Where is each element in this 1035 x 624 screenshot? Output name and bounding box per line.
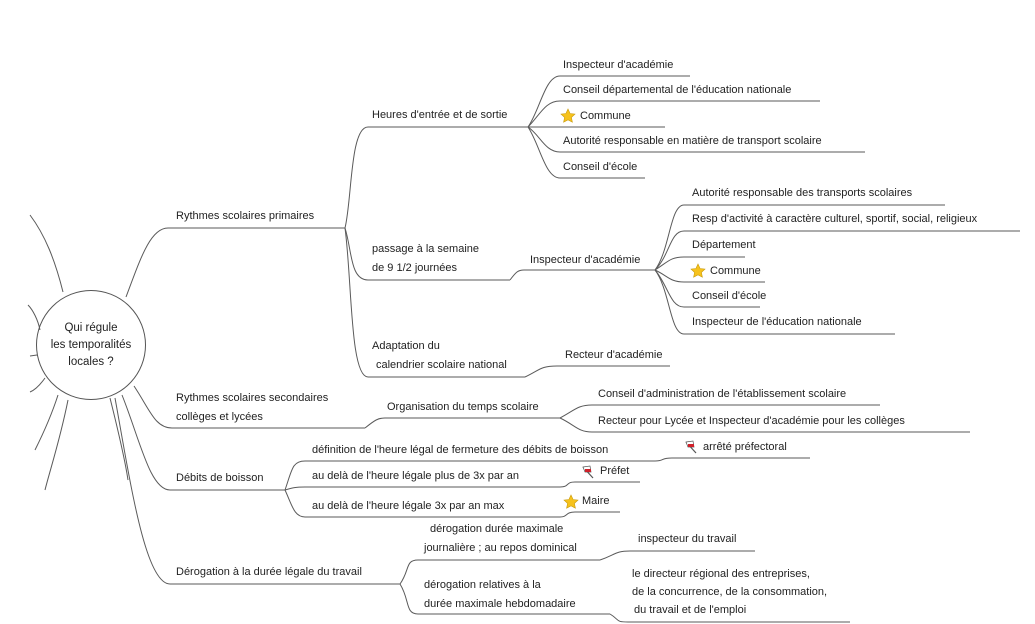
- flag-icon: [582, 465, 594, 479]
- node-debits-item[interactable]: au delà de l'heure légale plus de 3x par…: [312, 470, 519, 482]
- node-authority[interactable]: Préfet: [600, 465, 630, 477]
- node-leaf[interactable]: le directeur régional des entreprises, d…: [632, 565, 827, 619]
- node-leaf[interactable]: Recteur pour Lycée et Inspecteur d'acadé…: [598, 415, 905, 427]
- node-rythmes-secondaires[interactable]: Rythmes scolaires secondaires collèges e…: [176, 389, 328, 427]
- node-leaf[interactable]: Conseil d'école: [563, 161, 638, 173]
- root-line: Qui régule: [64, 321, 118, 334]
- node-heures[interactable]: Heures d'entrée et de sortie: [372, 109, 508, 121]
- node-rythmes-primaires[interactable]: Rythmes scolaires primaires: [176, 210, 315, 222]
- node-line: de la concurrence, de la consommation,: [632, 586, 828, 598]
- node-leaf[interactable]: Conseil d'administration de l'établissem…: [598, 388, 847, 400]
- node-line: durée maximale hebdomadaire: [424, 598, 576, 610]
- node-line: collèges et lycées: [176, 411, 263, 423]
- node-journaliere[interactable]: dérogation durée maximale journalière ; …: [424, 520, 577, 558]
- node-line: dérogation durée maximale: [430, 523, 564, 535]
- node-leaf[interactable]: Commune: [710, 265, 761, 277]
- root-line: locales ?: [68, 355, 114, 368]
- node-debits-item[interactable]: définition de l'heure légal de fermeture…: [312, 444, 609, 456]
- node-adaptation[interactable]: Adaptation du calendrier scolaire nation…: [372, 337, 507, 375]
- star-icon: [560, 108, 576, 123]
- node-line: dérogation relatives à la: [424, 579, 541, 591]
- node-derogation[interactable]: Dérogation à la durée légale du travail: [176, 566, 362, 578]
- node-leaf[interactable]: Conseil d'école: [692, 290, 767, 302]
- node-leaf[interactable]: Inspecteur de l'éducation nationale: [692, 316, 862, 328]
- node-inspecteur-academie[interactable]: Inspecteur d'académie: [530, 254, 641, 266]
- node-line: Rythmes scolaires secondaires: [176, 392, 329, 404]
- node-line: de 9 1/2 journées: [372, 262, 458, 274]
- star-icon: [690, 263, 706, 278]
- node-leaf[interactable]: Inspecteur d'académie: [563, 59, 674, 71]
- star-icon: [563, 494, 579, 509]
- node-leaf[interactable]: Commune: [580, 110, 631, 122]
- node-line: passage à la semaine: [372, 243, 480, 255]
- node-leaf[interactable]: Resp d'activité à caractère culturel, sp…: [692, 213, 978, 225]
- node-hebdo[interactable]: dérogation relatives à la durée maximale…: [424, 576, 576, 614]
- node-line: journalière ; au repos dominical: [424, 542, 577, 554]
- node-leaf[interactable]: Autorité responsable en matière de trans…: [563, 135, 822, 147]
- node-passage[interactable]: passage à la semaine de 9 1/2 journées: [372, 240, 479, 278]
- node-debits[interactable]: Débits de boisson: [176, 472, 264, 484]
- node-leaf[interactable]: inspecteur du travail: [638, 533, 737, 545]
- root-line: les temporalités: [50, 338, 132, 351]
- node-line: du travail et de l'emploi: [634, 604, 747, 616]
- node-leaf[interactable]: Recteur d'académie: [565, 349, 663, 361]
- flag-icon: [685, 440, 697, 454]
- node-line: calendrier scolaire national: [376, 359, 507, 371]
- node-debits-item[interactable]: au delà de l'heure légale 3x par an max: [312, 500, 505, 512]
- node-organisation[interactable]: Organisation du temps scolaire: [387, 401, 539, 413]
- node-authority[interactable]: Maire: [582, 495, 610, 507]
- node-leaf[interactable]: Autorité responsable des transports scol…: [692, 187, 913, 199]
- node-leaf[interactable]: Département: [692, 239, 756, 251]
- root-node[interactable]: Qui régule les temporalités locales ?: [36, 290, 146, 400]
- node-line: le directeur régional des entreprises,: [632, 568, 810, 580]
- node-leaf[interactable]: Conseil départemental de l'éducation nat…: [563, 84, 792, 96]
- node-line: Adaptation du: [372, 340, 440, 352]
- node-authority[interactable]: arrêté préfectoral: [703, 441, 787, 453]
